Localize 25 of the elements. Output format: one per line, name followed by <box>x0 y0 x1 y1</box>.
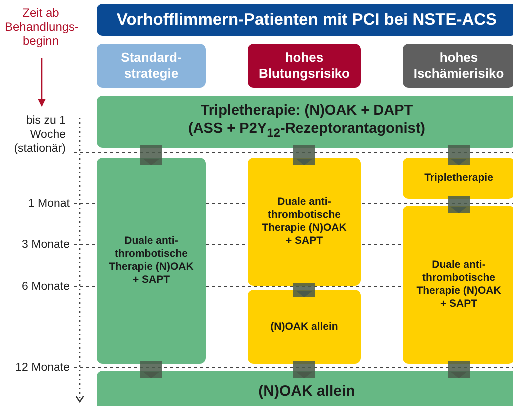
time-label: 12 Monate <box>14 361 70 375</box>
time-label: 6 Monate <box>21 280 70 294</box>
block-arrow <box>140 145 162 166</box>
block-arrow <box>294 283 316 298</box>
time-label: 3 Monate <box>21 238 70 252</box>
block-arrow <box>448 145 470 166</box>
therapy-box: (N)OAK allein <box>248 290 361 364</box>
therapy-box: Duale anti-thrombotische Therapie (N)OAK + SAPT <box>97 158 206 364</box>
block-arrow <box>448 196 470 214</box>
column-header: hohes Ischämierisiko <box>403 44 513 88</box>
column-header: hohes Blutungsrisiko <box>248 44 361 88</box>
title-banner: Vorhofflimmern-Patienten mit PCI bei NSTE-ACS <box>97 4 513 36</box>
block-arrow <box>448 361 470 378</box>
column-header: Standard-strategie <box>97 44 206 88</box>
therapy-box: Tripletherapie <box>403 158 513 199</box>
therapy-box: Duale anti-thrombotische Therapie (N)OAK + SAPT <box>248 158 361 286</box>
block-arrow <box>294 361 316 378</box>
block-arrow <box>294 145 316 166</box>
therapy-box: (N)OAK allein <box>97 371 513 406</box>
time-label: 1 Monat <box>27 197 70 211</box>
block-arrow <box>140 361 162 378</box>
axis-title: Zeit ab Behandlungs-beginn <box>5 6 77 48</box>
therapy-box: Duale anti-thrombotische Therapie (N)OAK + SAPT <box>403 206 513 364</box>
time-label: bis zu 1 Woche (stationär) <box>13 114 66 156</box>
therapy-box: Tripletherapie: (N)OAK + DAPT (ASS + P2Y$_{12}$-Rezeptorantagonist) <box>97 96 513 148</box>
